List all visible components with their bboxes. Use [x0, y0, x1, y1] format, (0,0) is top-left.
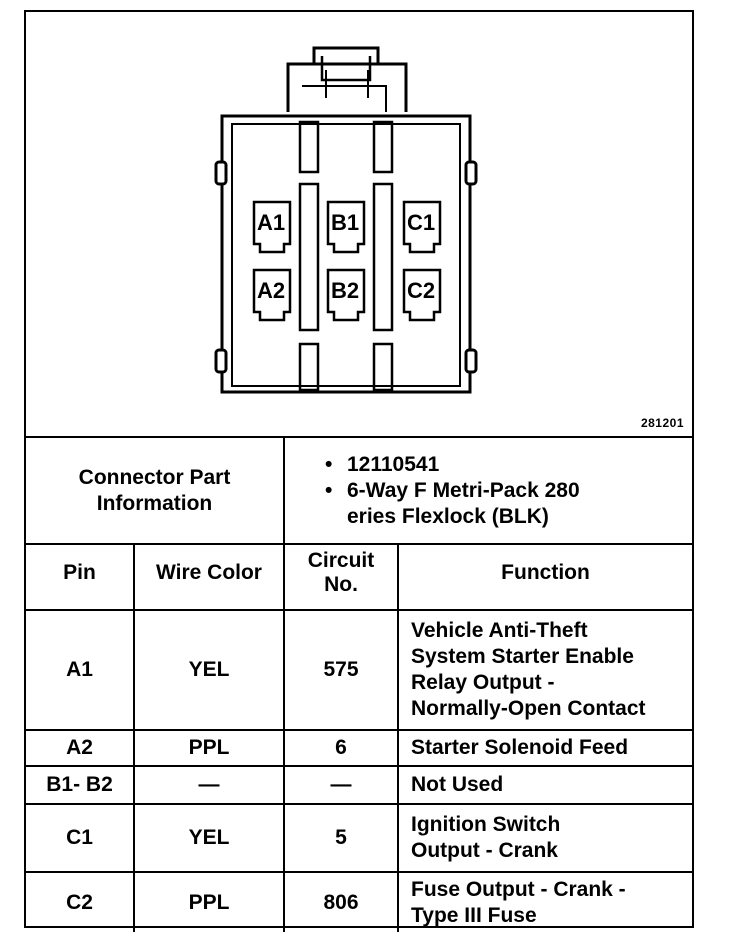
circuit-cell: — [283, 765, 399, 805]
pin-cell: C1 [26, 803, 135, 873]
wire-color-cell: — [133, 765, 285, 805]
pinout-table: Connector Part Information • 12110541 • 6-… [26, 438, 692, 932]
wire-color-cell: YEL [133, 803, 285, 873]
connector-info-row: Connector Part Information • 12110541 • 6-… [26, 438, 692, 545]
table-row: C1 YEL 5 Ignition Switch Output - Crank [26, 803, 692, 873]
header-circuit-line2: No. [324, 573, 358, 596]
function-line: Fuse Output - Crank - [411, 877, 626, 901]
function-line: Vehicle Anti-Theft [411, 619, 588, 642]
function-cell: Fuse Output - Crank - Type III Fuse [397, 871, 692, 932]
bullet-icon: • [325, 452, 333, 476]
connector-info-details: • 12110541 • 6-Way F Metri-Pack 280 eries … [283, 438, 692, 545]
pin-label-c2: C2 [407, 278, 435, 303]
connector-diagram: A1 B1 C1 A2 B2 C2 281201 [26, 12, 692, 438]
function-line: Starter Solenoid Feed [411, 736, 629, 759]
wire-color-cell: PPL [133, 729, 285, 767]
pin-label-b1: B1 [331, 210, 359, 235]
wire-color-cell: YEL [133, 609, 285, 731]
pin-cell: A2 [26, 729, 135, 767]
function-cell: Starter Solenoid Feed [397, 729, 692, 767]
function-line: Type III Fuse [411, 903, 537, 927]
function-line: Relay Output - [411, 671, 555, 694]
function-cell: Not Used [397, 765, 692, 805]
pin-cell: C2 [26, 871, 135, 932]
circuit-cell: 5 [283, 803, 399, 873]
function-cell: Vehicle Anti-Theft System Starter Enable… [397, 609, 692, 731]
connector-type-cont: eries Flexlock (BLK) [347, 504, 549, 528]
circuit-cell: 575 [283, 609, 399, 731]
table-row: A1 YEL 575 Vehicle Anti-Theft System Sta… [26, 609, 692, 731]
header-circuit-line1: Circuit [307, 549, 375, 572]
connector-type: 6-Way F Metri-Pack 280 [347, 478, 580, 502]
pin-label-b2: B2 [331, 278, 359, 303]
pin-label-a1: A1 [257, 210, 285, 235]
circuit-cell: 806 [283, 871, 399, 932]
bullet-icon: • [325, 478, 333, 502]
pin-label-c1: C1 [407, 210, 435, 235]
table-row: B1- B2 — — Not Used [26, 765, 692, 805]
table-row: A2 PPL 6 Starter Solenoid Feed [26, 729, 692, 767]
function-line: Ignition Switch [411, 813, 561, 836]
table-header-row: Pin Wire Color Circuit No. Function [26, 543, 692, 611]
connector-info-label-line2: Information [96, 491, 213, 515]
header-pin: Pin [26, 543, 135, 611]
function-line: Output - Crank [411, 839, 558, 862]
function-line: System Starter Enable [411, 645, 634, 668]
figure-number: 281201 [640, 416, 684, 430]
table-row: C2 PPL 806 Fuse Output - Crank - Type II… [26, 871, 692, 932]
pin-cell: A1 [26, 609, 135, 731]
function-cell: Ignition Switch Output - Crank [397, 803, 692, 873]
connector-info-label-line1: Connector Part [78, 465, 231, 489]
function-line: Not Used [411, 773, 504, 796]
part-number: 12110541 [347, 452, 440, 476]
header-wire-color: Wire Color [133, 543, 285, 611]
circuit-cell: 6 [283, 729, 399, 767]
header-function: Function [397, 543, 692, 611]
function-line: Normally-Open Contact [411, 697, 646, 720]
wire-color-cell: PPL [133, 871, 285, 932]
pin-cell: B1- B2 [26, 765, 135, 805]
connector-face-drawing: A1 B1 C1 A2 B2 C2 [214, 46, 478, 394]
connector-document: A1 B1 C1 A2 B2 C2 281201 Connector Part … [24, 10, 694, 932]
pin-label-a2: A2 [257, 278, 285, 303]
connector-info-label: Connector Part Information [26, 438, 285, 545]
header-circuit-no: Circuit No. [283, 543, 399, 611]
